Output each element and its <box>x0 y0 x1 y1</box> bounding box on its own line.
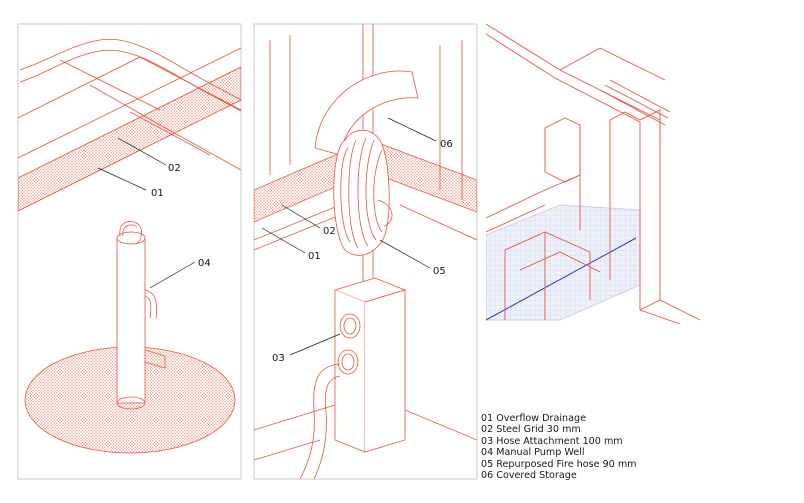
outer-wall <box>639 299 701 324</box>
legend-item: 03 Hose Attachment 100 mm <box>481 435 623 447</box>
panel-section-view <box>486 24 701 324</box>
internal-steps <box>504 231 601 300</box>
section-rim <box>599 79 671 126</box>
section-rim <box>559 47 666 81</box>
hose-nozzle <box>377 199 393 227</box>
panel-overflow-drainage: 02 01 04 <box>17 23 242 480</box>
drainage-grating <box>18 66 241 212</box>
hose-attachment <box>341 353 355 371</box>
legend-item: 05 Repurposed Fire hose 90 mm <box>481 458 637 470</box>
panel-hose-storage: 06 02 01 05 03 <box>253 23 478 480</box>
paving-joint <box>129 111 211 156</box>
hose-box-side <box>364 289 406 453</box>
paving-joint <box>59 59 161 111</box>
pump-well-base <box>116 396 146 410</box>
pump-well-top <box>116 231 146 245</box>
wall-edges <box>269 35 463 200</box>
pump-spout <box>144 289 157 319</box>
callout-p1-04: 04 <box>198 258 211 269</box>
section-wall <box>486 174 581 219</box>
internal-steps <box>504 232 546 320</box>
paving-edge <box>254 204 341 251</box>
water-volume <box>486 204 641 321</box>
pipe-outline <box>19 38 241 101</box>
pump-plate <box>144 349 166 369</box>
callout-p2-05: 05 <box>433 266 446 277</box>
ground-hose <box>299 363 341 479</box>
outer-wall <box>639 109 661 311</box>
paving-joint <box>89 84 161 126</box>
pump-well-column <box>116 237 146 404</box>
pipe-outline <box>19 49 241 112</box>
paving-edge <box>399 204 477 241</box>
paving-joint <box>159 124 241 171</box>
hose-attachment <box>339 313 361 339</box>
pump-handle <box>119 220 142 245</box>
callout-p2-02: 02 <box>323 226 336 237</box>
section-wall <box>579 120 611 280</box>
hose-attachment <box>337 349 359 375</box>
water-level-line <box>486 237 637 321</box>
callout-p1-01: 01 <box>151 188 164 199</box>
legend-item: 06 Covered Storage <box>481 470 577 482</box>
callout-p1-02: 02 <box>168 163 181 174</box>
pump-handle <box>122 224 138 237</box>
section-top-edge <box>486 33 641 310</box>
covered-storage-hood <box>314 70 419 156</box>
section-wall-step <box>544 117 581 183</box>
ground-hose <box>313 375 341 479</box>
callout-p2-01: 01 <box>308 251 321 262</box>
hose-attachment <box>343 317 357 335</box>
panel-1-leaders <box>97 137 196 289</box>
fire-hose-coil <box>333 129 390 256</box>
panel-2-leaders <box>261 117 437 356</box>
legend-item: 01 Overflow Drainage <box>481 413 586 424</box>
legend-list: 01 Overflow Drainage 02 Steel Grid 30 mm… <box>481 413 637 481</box>
ground-edges <box>254 404 477 461</box>
callout-p2-03: 03 <box>272 353 285 364</box>
fire-hose-coil <box>340 137 383 249</box>
legend-item: 02 Steel Grid 30 mm <box>481 424 581 436</box>
section-wall <box>486 204 546 233</box>
legend-item: 04 Manual Pump Well <box>481 447 585 459</box>
section-wall-step <box>609 111 641 121</box>
paving-edge <box>18 47 241 159</box>
callout-p2-06: 06 <box>440 139 453 150</box>
